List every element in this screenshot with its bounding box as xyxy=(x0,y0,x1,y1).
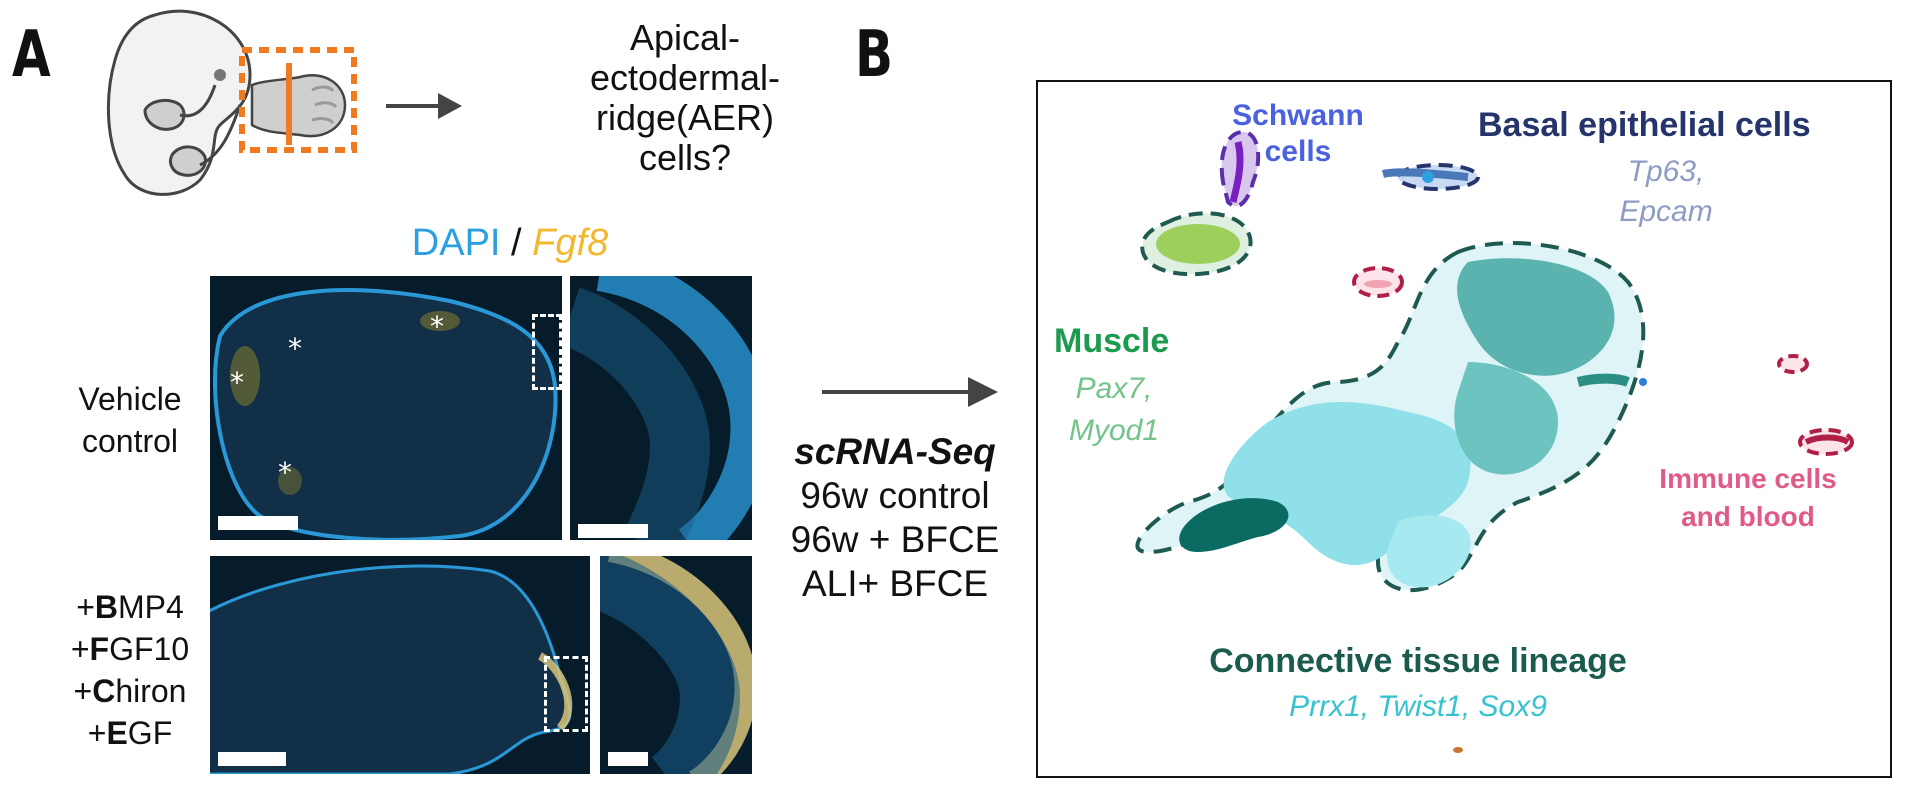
umap-frame: Schwann cells Basal epithelial cells Tp6… xyxy=(1036,80,1892,778)
asterisk-mark: * xyxy=(288,332,302,365)
arrow-right-icon xyxy=(822,377,998,407)
panel-a-label: A xyxy=(12,18,51,92)
vehicle-control-label: Vehicle control xyxy=(78,381,182,459)
question-line: ridge(AER) xyxy=(595,97,775,138)
embryo-illustration xyxy=(106,9,462,196)
asterisk-mark: * xyxy=(230,366,244,399)
condition-line: ALI+ BFCE xyxy=(801,563,989,604)
treatment-line: +FGF10 xyxy=(70,631,190,667)
dapi-label: DAPI xyxy=(411,222,501,264)
muscle-markers: Pax7, Myod1 xyxy=(1068,372,1160,447)
treatment-label: +BMP4 +FGF10 +Chiron +EGF xyxy=(50,586,210,754)
micrograph-treated-whole xyxy=(210,556,590,774)
immune-blood-cluster xyxy=(1352,266,1854,456)
asterisk-mark: * xyxy=(430,310,444,343)
micrograph-treated-zoom xyxy=(600,556,752,774)
aer-question: Apical- ectodermal- ridge(AER) cells? xyxy=(560,18,810,178)
stain-legend: DAPI / Fgf8 xyxy=(340,222,680,265)
connective-label: Connective tissue lineage xyxy=(1209,642,1627,680)
panel-b-label: B xyxy=(855,18,894,92)
question-line: cells? xyxy=(638,137,732,178)
cell-layer xyxy=(600,556,752,774)
immune-label: Immune cells and blood xyxy=(1659,463,1837,532)
limb-bud-tissue xyxy=(213,288,558,540)
question-line: Apical- xyxy=(629,17,741,58)
limb-bud-tissue xyxy=(210,564,573,774)
basal-epithelial-cluster xyxy=(1381,163,1480,191)
schwann-label: Schwann cells xyxy=(1232,99,1364,168)
treatment-line: +EGF xyxy=(87,715,173,751)
muscle-label: Muscle xyxy=(1054,322,1170,360)
basal-epithelial-label: Basal epithelial cells xyxy=(1478,106,1811,144)
zoom-region-box xyxy=(544,656,588,732)
connective-tissue-cluster xyxy=(1135,241,1647,593)
stain-separator: / xyxy=(511,222,522,264)
stray-cell-dot xyxy=(1453,747,1463,753)
micrograph-vehicle-zoom xyxy=(570,276,752,540)
muscle-cluster xyxy=(1140,211,1253,277)
condition-line: 96w + BFCE xyxy=(790,519,1000,560)
arrow-right-icon xyxy=(386,93,462,119)
connective-markers: Prrx1, Twist1, Sox9 xyxy=(1289,690,1547,723)
treatment-line: +Chiron xyxy=(73,673,187,709)
scale-bar xyxy=(608,752,648,766)
basal-markers: Tp63, Epcam xyxy=(1619,155,1713,228)
embryo-icon xyxy=(106,9,252,196)
treatment-line: +BMP4 xyxy=(76,589,184,625)
scale-bar xyxy=(218,752,286,766)
condition-line: 96w control xyxy=(800,475,990,516)
asterisk-mark: * xyxy=(278,456,292,489)
micrograph-vehicle-whole: * * * * xyxy=(210,276,562,540)
question-line: ectodermal- xyxy=(589,57,781,98)
fgf8-label: Fgf8 xyxy=(532,222,609,264)
method-title: scRNA-Seq xyxy=(794,431,996,472)
zoom-region-box xyxy=(532,314,562,390)
dissected-limb-icon xyxy=(239,47,357,153)
scale-bar xyxy=(218,516,298,530)
scale-bar xyxy=(578,524,648,538)
umap-plot xyxy=(1135,129,1854,753)
schwann-cluster xyxy=(1219,129,1261,208)
cell-layer xyxy=(570,276,752,540)
method-description: scRNA-Seq 96w control 96w + BFCE ALI+ BF… xyxy=(762,430,1028,606)
